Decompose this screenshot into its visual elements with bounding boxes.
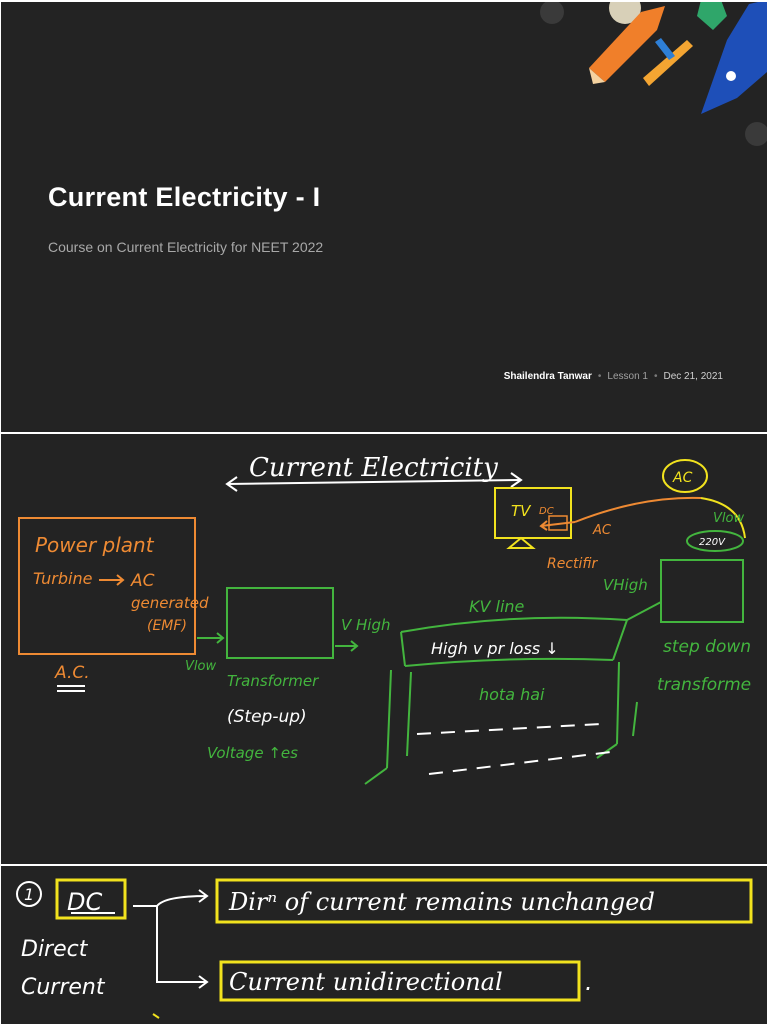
power-plant-box	[18, 517, 196, 655]
ac-circle-label: AC	[672, 470, 693, 486]
page-subtitle: Course on Current Electricity for NEET 2…	[48, 239, 324, 255]
underline	[57, 685, 85, 692]
step-up-label: (Step-up)	[227, 707, 307, 727]
current-label: Current	[21, 975, 106, 1000]
lesson-date: Dec 21, 2021	[663, 371, 724, 382]
voltage-increase-label: Voltage ↑es	[207, 744, 298, 762]
hota-hai-label: hota hai	[479, 685, 545, 704]
ac-circle	[662, 459, 708, 493]
tv-stand-icon	[506, 536, 536, 549]
unidirectional-text: Current unidirectional	[229, 968, 503, 996]
ac-text: AC	[130, 571, 155, 591]
pen-nib-icon	[701, 2, 767, 114]
arrow-icon	[335, 640, 359, 652]
period-mark: .	[585, 968, 593, 996]
transformer-right-label: transforme	[657, 675, 751, 695]
decoration-graphics	[540, 2, 767, 146]
lesson-number: Lesson 1	[607, 371, 648, 382]
notes-slide-2: 1 DC Direct Current Dirⁿ of current rema…	[1, 866, 767, 1024]
direction-box	[215, 878, 753, 924]
page-title: Current Electricity - I	[48, 182, 321, 212]
arrow-right-icon	[510, 472, 523, 488]
arrow-icon	[99, 574, 125, 586]
vlow-right-label: Vlow	[713, 511, 744, 526]
tv-label: TV	[511, 502, 532, 520]
power-plant-label: Power plant	[35, 533, 155, 557]
ac-label: A.C.	[54, 663, 90, 683]
separator: •	[653, 371, 658, 382]
v-high-label: V High	[341, 616, 391, 634]
high-v-loss-label: High v pr loss ↓	[431, 639, 559, 658]
notes-slide-1: Current Electricity Power plant Turbine …	[1, 434, 767, 864]
rectifier-label: Rectifir	[547, 556, 598, 572]
dc-box	[55, 878, 127, 920]
turbine-label: Turbine	[33, 569, 93, 588]
pencil-icon	[589, 6, 665, 82]
decor-circle	[745, 122, 767, 146]
dc-label: DC	[67, 888, 102, 916]
dc-small-label: DC	[539, 506, 554, 517]
ground-lines	[416, 723, 612, 775]
vlow-label: Vlow	[185, 659, 216, 674]
transformer-label: Transformer	[227, 672, 319, 690]
notes-heading: Current Electricity	[249, 453, 498, 483]
arrow-icon	[197, 632, 225, 644]
number-circle	[16, 881, 42, 907]
arrow-icon	[156, 889, 209, 907]
separator: •	[597, 371, 602, 382]
arrow-icon	[539, 520, 576, 531]
step-down-label: step down	[663, 637, 751, 657]
vhigh-right-label: VHigh	[603, 576, 648, 594]
ac-small-label: AC	[592, 523, 612, 538]
generated-label: generated	[131, 594, 209, 612]
unidirectional-box	[219, 960, 581, 1002]
direct-label: Direct	[21, 937, 89, 962]
handwritten-dc-notes: 1 DC Direct Current Dirⁿ of current rema…	[16, 878, 753, 1019]
cover-slide: Current Electricity - I Course on Curren…	[1, 2, 767, 432]
transformer-box	[226, 587, 334, 659]
decor-circle	[609, 2, 641, 24]
lesson-meta: Shailendra Tanwar • Lesson 1 • Dec 21, 2…	[504, 371, 723, 382]
branch-arrow-icon	[133, 905, 209, 989]
handwritten-diagram: Current Electricity Power plant Turbine …	[18, 453, 751, 785]
arrow-left-icon	[225, 476, 238, 492]
number-label: 1	[24, 885, 34, 904]
author-name: Shailendra Tanwar	[503, 371, 592, 382]
tv-box	[494, 487, 572, 539]
direction-text: Dirⁿ of current remains unchanged	[228, 888, 655, 916]
emf-label: (EMF)	[147, 618, 187, 634]
v220-label: 220V	[699, 537, 726, 548]
decor-circle	[540, 2, 564, 24]
step-down-transformer-box	[660, 559, 744, 623]
kv-line-label: KV line	[469, 597, 525, 616]
v220-ellipse	[686, 530, 744, 552]
ribbon-icon	[697, 2, 727, 30]
